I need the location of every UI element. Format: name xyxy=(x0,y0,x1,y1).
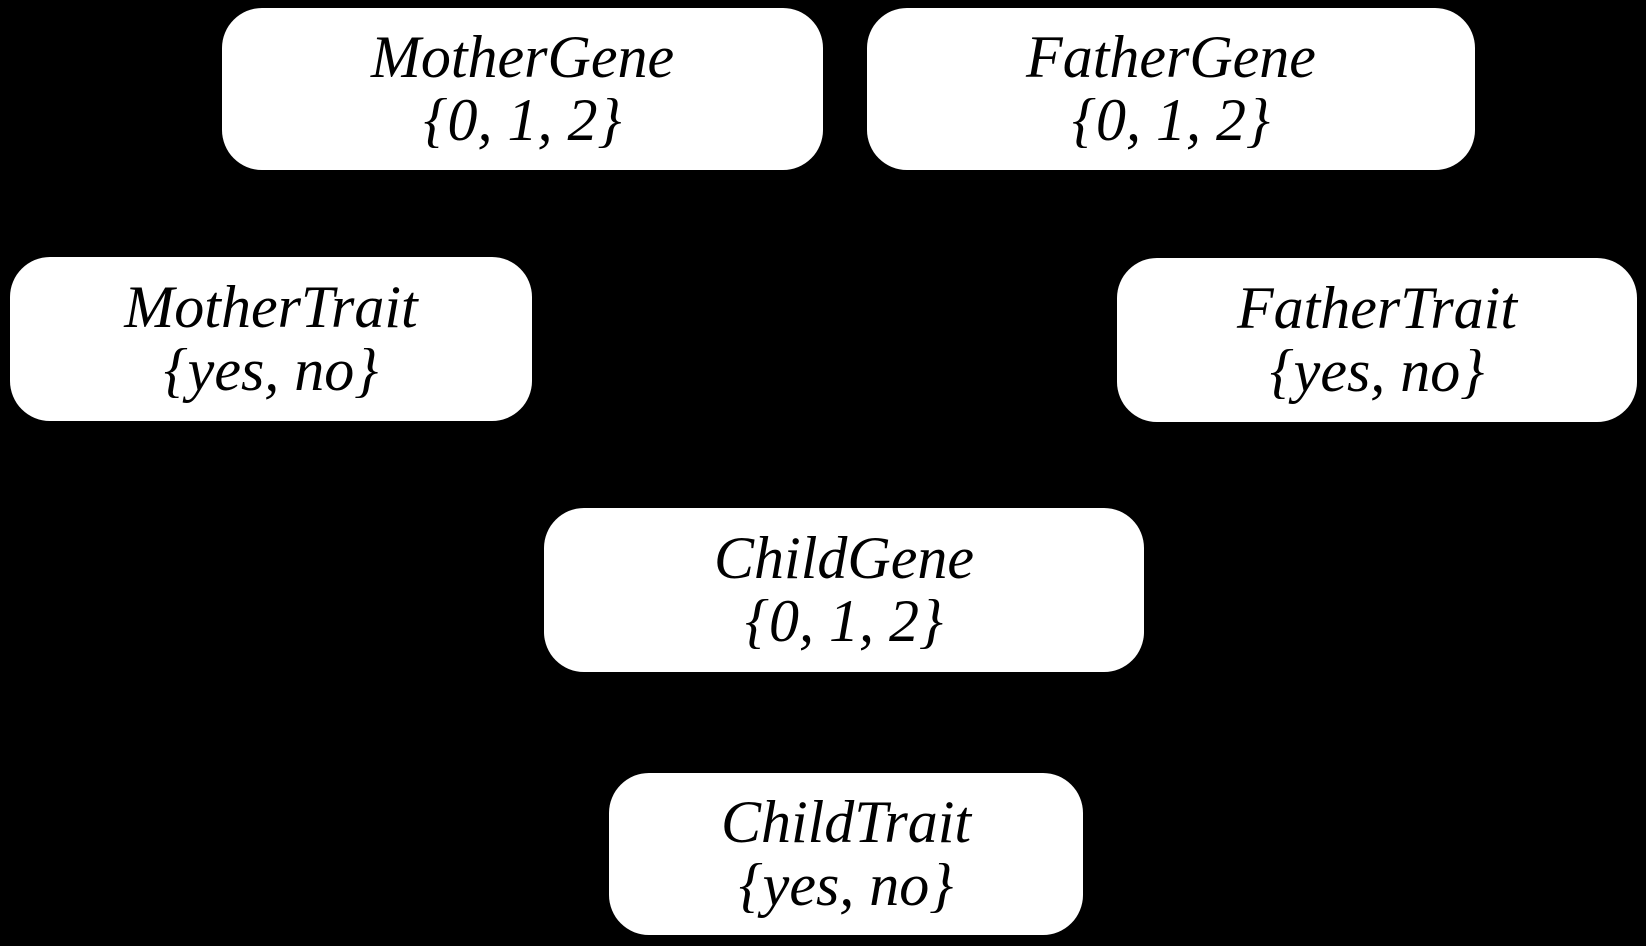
node-father-trait-domain: {yes, no} xyxy=(1269,338,1485,404)
node-child-gene-domain: {0, 1, 2} xyxy=(745,588,943,654)
node-mother-gene: MotherGene {0, 1, 2} xyxy=(222,8,823,170)
node-mother-trait-label: MotherTrait xyxy=(124,274,418,340)
node-father-gene-domain: {0, 1, 2} xyxy=(1072,87,1270,153)
node-mother-gene-label: MotherGene xyxy=(370,24,675,90)
node-mother-trait-domain: {yes, no} xyxy=(163,337,379,403)
node-child-gene: ChildGene {0, 1, 2} xyxy=(544,508,1144,672)
node-father-gene: FatherGene {0, 1, 2} xyxy=(867,8,1475,170)
node-father-gene-label: FatherGene xyxy=(1026,24,1316,90)
node-mother-trait: MotherTrait {yes, no} xyxy=(10,257,532,421)
node-father-trait-label: FatherTrait xyxy=(1236,275,1518,341)
node-child-trait: ChildTrait {yes, no} xyxy=(609,773,1083,935)
node-child-gene-label: ChildGene xyxy=(714,525,974,591)
node-mother-gene-domain: {0, 1, 2} xyxy=(423,87,622,153)
node-child-trait-label: ChildTrait xyxy=(720,789,972,855)
node-child-trait-domain: {yes, no} xyxy=(738,852,954,918)
node-father-trait: FatherTrait {yes, no} xyxy=(1117,258,1637,422)
